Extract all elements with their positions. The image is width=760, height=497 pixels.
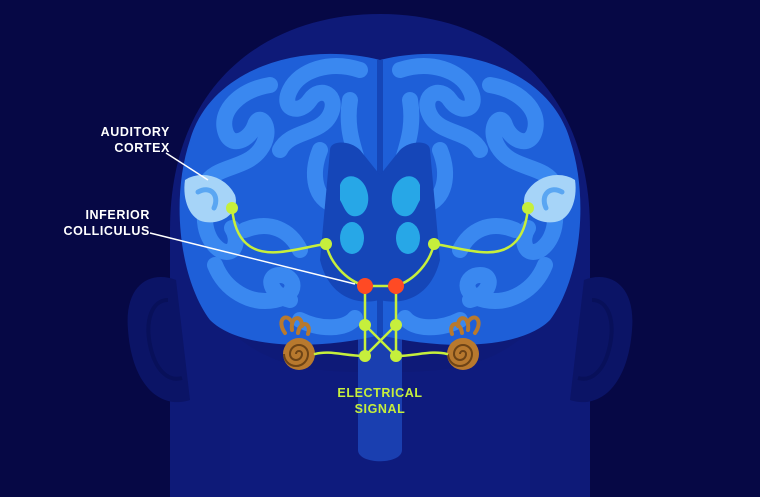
brainstem [358, 330, 402, 462]
inferior-colliculus-nodes [357, 278, 404, 294]
left-ear [127, 277, 190, 403]
signal-pathway [230, 206, 530, 358]
auditory-cortex-label: AUDITORY CORTEX [92, 124, 170, 156]
auditory-cortex-label-line2: CORTEX [114, 141, 170, 155]
cochlea-right-icon [447, 315, 481, 370]
electrical-signal-label-line1: ELECTRICAL [337, 386, 423, 400]
auditory-cortex-regions [184, 175, 576, 223]
ventricles [340, 176, 420, 254]
electrical-signal-label-line2: SIGNAL [354, 402, 406, 416]
inferior-colliculus-label-line1: INFERIOR [85, 208, 150, 222]
signal-nodes [226, 202, 534, 362]
inferior-colliculus-label-line2: COLLICULUS [63, 224, 150, 238]
right-ear [570, 277, 633, 403]
inferior-colliculus-label: INFERIOR COLLICULUS [50, 207, 150, 239]
auditory-cortex-label-line1: AUDITORY [100, 125, 170, 139]
label-leader-lines [149, 152, 356, 285]
brain [179, 53, 581, 345]
cochlea-left-icon [279, 315, 315, 370]
electrical-signal-label: ELECTRICAL SIGNAL [320, 385, 440, 417]
